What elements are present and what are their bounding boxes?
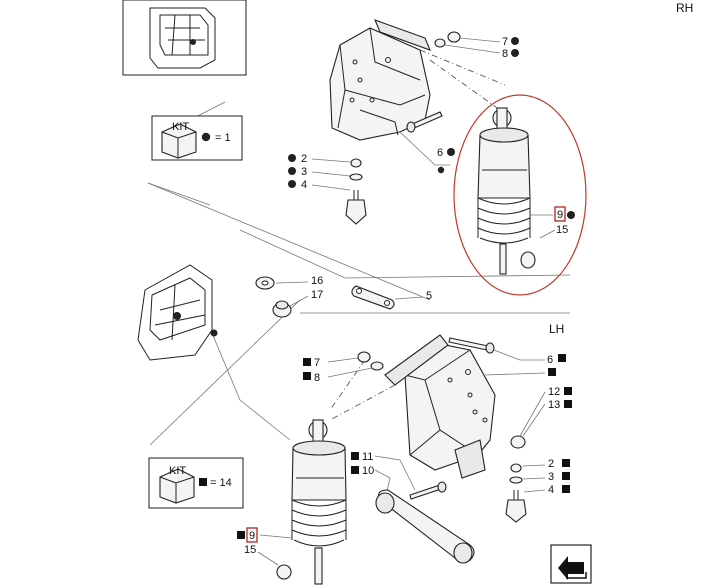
kit-equals-rh: = 1 bbox=[215, 132, 231, 144]
circle-marker-icon bbox=[567, 211, 575, 219]
callout-mid-16: 16 bbox=[311, 275, 323, 287]
callout-lh-6: 6 bbox=[547, 354, 553, 366]
callout-mid-17: 17 bbox=[311, 289, 323, 301]
square-marker-icon bbox=[562, 485, 570, 493]
callout-rh-8: 8 bbox=[502, 48, 508, 60]
callout-rh-4: 4 bbox=[301, 179, 307, 191]
callout-lh-7: 7 bbox=[314, 357, 320, 369]
circle-marker-icon bbox=[447, 148, 455, 156]
square-marker-icon bbox=[351, 452, 359, 460]
guide-lines bbox=[147, 101, 571, 446]
callout-mid-5: 5 bbox=[426, 290, 432, 302]
lh-shock-absorber bbox=[291, 419, 347, 585]
rh-label: RH bbox=[676, 1, 693, 15]
callout-lh-4: 4 bbox=[548, 484, 554, 496]
cab-middle bbox=[137, 264, 218, 361]
circle-marker-icon bbox=[511, 49, 519, 57]
callout-lh-11: 11 bbox=[362, 451, 373, 463]
mid-washer-16 bbox=[255, 276, 275, 290]
circle-marker-icon bbox=[288, 180, 296, 188]
highlight-box bbox=[246, 527, 258, 543]
rh-bolt bbox=[399, 111, 450, 166]
kit-label: KIT bbox=[169, 465, 186, 477]
highlight-ellipse bbox=[453, 94, 587, 296]
square-marker-icon bbox=[562, 459, 570, 467]
mid-link-5 bbox=[351, 285, 395, 310]
next-page-arrow-icon[interactable] bbox=[550, 544, 592, 584]
callout-lh-10: 10 bbox=[362, 465, 374, 477]
callout-lh-13: 13 bbox=[548, 399, 560, 411]
square-marker-icon bbox=[351, 466, 359, 474]
square-marker-icon bbox=[199, 478, 207, 486]
callout-rh-6: 6 bbox=[437, 147, 443, 159]
rh-rubber-parts bbox=[345, 158, 367, 225]
lh-label: LH bbox=[549, 322, 564, 336]
callout-lh-12: 12 bbox=[548, 386, 560, 398]
callout-lh-15: 15 bbox=[244, 544, 256, 556]
square-marker-icon bbox=[558, 354, 566, 362]
kit-label: KIT bbox=[172, 121, 189, 133]
circle-marker-icon bbox=[201, 132, 211, 142]
callout-rh-2: 2 bbox=[301, 153, 307, 165]
rh-shock-absorber bbox=[477, 107, 531, 275]
callout-lh-9: 9 bbox=[249, 530, 255, 542]
circle-marker-icon bbox=[288, 154, 296, 162]
callout-rh-7: 7 bbox=[502, 36, 508, 48]
circle-marker-icon bbox=[511, 37, 519, 45]
cab-inset-top bbox=[122, 0, 247, 76]
square-marker-icon bbox=[548, 368, 556, 376]
callout-lh-2: 2 bbox=[548, 458, 554, 470]
lh-nut-15 bbox=[276, 564, 292, 580]
lh-linkage-arm bbox=[375, 489, 475, 564]
rh-nut-washer bbox=[434, 31, 501, 54]
callout-rh-9: 9 bbox=[557, 209, 563, 221]
lh-bolt-11 bbox=[409, 481, 447, 500]
rh-nut-15 bbox=[520, 251, 536, 269]
square-marker-icon bbox=[303, 358, 311, 366]
lh-rubber-parts bbox=[505, 463, 546, 523]
lh-bolt-top bbox=[448, 337, 545, 361]
callout-rh-3: 3 bbox=[301, 166, 307, 178]
kit-equals-lh: = 14 bbox=[210, 477, 232, 489]
square-marker-icon bbox=[564, 387, 572, 395]
square-marker-icon bbox=[564, 400, 572, 408]
mid-bushing-17 bbox=[272, 300, 292, 318]
circle-marker-icon bbox=[288, 167, 296, 175]
square-marker-icon bbox=[562, 472, 570, 480]
callout-lh-3: 3 bbox=[548, 471, 554, 483]
square-marker-icon bbox=[303, 372, 311, 380]
callout-rh-15: 15 bbox=[556, 224, 568, 236]
lh-nut-washer bbox=[327, 351, 384, 378]
square-marker-icon bbox=[237, 531, 245, 539]
circle-marker-icon bbox=[437, 166, 445, 174]
callout-lh-8: 8 bbox=[314, 372, 320, 384]
highlight-box bbox=[554, 206, 566, 222]
kit-legend-rh: KIT = 1 bbox=[151, 115, 243, 161]
kit-legend-lh: KIT = 14 bbox=[148, 457, 244, 509]
lh-bracket bbox=[329, 334, 496, 479]
lh-nuts-12-13 bbox=[510, 391, 546, 449]
